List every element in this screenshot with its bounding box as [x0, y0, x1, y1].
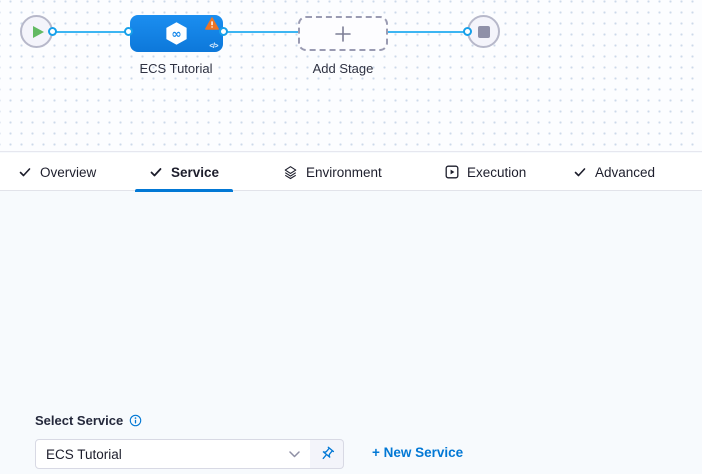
stage-node-label: ECS Tutorial	[139, 61, 213, 76]
edge-stage-to-addstage	[224, 31, 298, 33]
execution-run-icon	[445, 165, 459, 179]
check-icon	[149, 165, 163, 179]
service-tab-content: Select Service ECS Tutorial + New	[0, 192, 702, 474]
port-stage-in	[124, 27, 133, 36]
stop-square-icon	[477, 25, 490, 38]
info-icon[interactable]	[129, 414, 142, 427]
tab-overview[interactable]: Overview	[18, 153, 96, 191]
plus-icon	[334, 25, 352, 43]
play-icon	[33, 25, 44, 38]
tab-environment[interactable]: Environment	[283, 153, 382, 191]
check-icon	[18, 165, 32, 179]
edge-start-to-stage	[53, 31, 129, 33]
active-tab-underline	[135, 189, 234, 192]
code-icon: </>	[209, 43, 218, 50]
port-stage-out	[219, 27, 228, 36]
port-end-in	[463, 27, 472, 36]
port-start-out	[48, 27, 57, 36]
environment-layers-icon	[283, 165, 298, 180]
pipeline-start-node	[20, 15, 53, 48]
service-select-input[interactable]: ECS Tutorial	[35, 439, 311, 469]
add-stage-label: Add Stage	[312, 61, 374, 76]
check-icon	[573, 165, 587, 179]
add-stage-button[interactable]	[298, 16, 388, 51]
new-service-link[interactable]: + New Service	[372, 445, 464, 460]
edge-addstage-to-end	[388, 31, 468, 33]
svg-text:∞: ∞	[171, 27, 181, 41]
warning-triangle-icon	[205, 17, 219, 30]
stage-tabbar: Overview Service Environment	[0, 153, 702, 192]
tab-execution[interactable]: Execution	[445, 153, 526, 191]
cd-hexagon-icon: ∞	[163, 20, 190, 47]
pipeline-canvas[interactable]: ∞ </> ECS Tutorial Add Stage	[0, 0, 702, 152]
pin-icon	[319, 446, 335, 462]
stage-node-ecs-tutorial[interactable]: ∞ </>	[130, 15, 223, 52]
pin-service-button[interactable]	[310, 439, 344, 469]
tab-service[interactable]: Service	[135, 153, 234, 192]
tab-advanced[interactable]: Advanced	[573, 153, 655, 191]
chevron-down-icon	[289, 450, 300, 458]
service-select-value: ECS Tutorial	[46, 446, 122, 462]
select-service-label: Select Service	[35, 413, 142, 428]
